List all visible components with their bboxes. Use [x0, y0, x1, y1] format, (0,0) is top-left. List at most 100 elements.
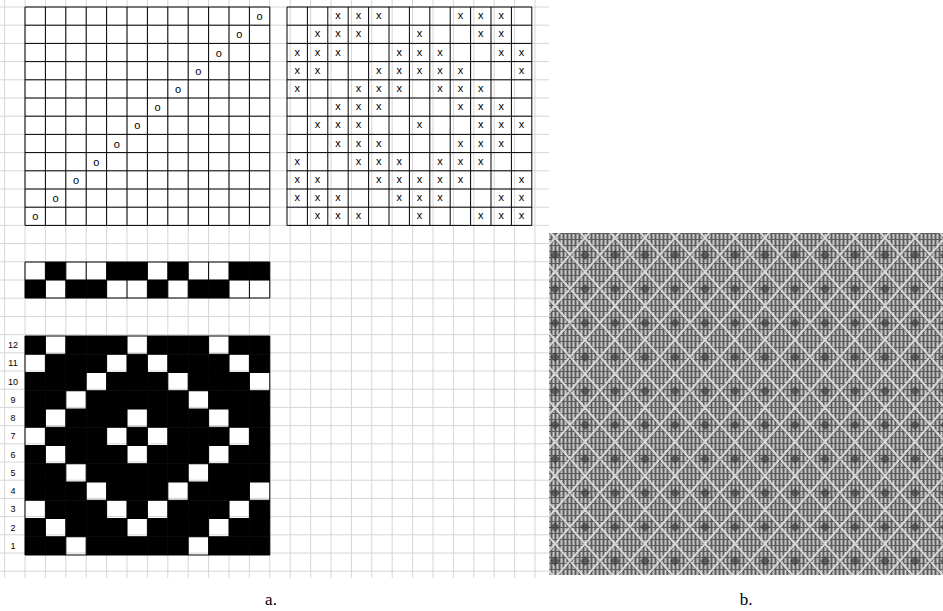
tieup-mark: x	[294, 64, 300, 75]
tieup-mark: x	[356, 155, 362, 166]
threading-mark: o	[257, 11, 263, 22]
tieup-mark: x	[376, 155, 382, 166]
row-number: 1	[10, 541, 15, 550]
tieup-mark: x	[437, 64, 443, 75]
tieup-mark: x	[315, 64, 321, 75]
tieup-mark: x	[315, 119, 321, 130]
tieup-mark: x	[458, 173, 464, 184]
tieup-mark: x	[478, 210, 484, 221]
panel-caption: a.	[265, 591, 277, 608]
tieup-mark: x	[437, 82, 443, 93]
tieup-mark: x	[519, 173, 525, 184]
tieup-mark: x	[498, 46, 504, 57]
tieup-mark: x	[315, 46, 321, 57]
tieup-mark: x	[437, 155, 443, 166]
tieup-mark: x	[294, 46, 300, 57]
tieup-mark: x	[376, 101, 382, 112]
tieup-mark: x	[478, 28, 484, 39]
tieup-mark: x	[356, 137, 362, 148]
tieup-mark: x	[417, 119, 423, 130]
threading-mark: o	[114, 138, 120, 149]
tieup-mark: x	[417, 173, 423, 184]
tieup-mark: x	[498, 210, 504, 221]
tieup-mark: x	[437, 192, 443, 203]
tieup-mark: x	[519, 210, 525, 221]
threading-mark: o	[134, 120, 140, 131]
row-number: 12	[8, 341, 18, 350]
sheet-grid	[0, 0, 549, 578]
tieup-mark: x	[519, 192, 525, 203]
tieup-mark: x	[335, 137, 341, 148]
threading-mark: o	[93, 156, 99, 167]
tieup-mark: x	[376, 173, 382, 184]
tieup-mark: x	[458, 155, 464, 166]
tieup-mark: x	[498, 101, 504, 112]
threading-mark: o	[32, 211, 38, 222]
tieup-mark: x	[478, 155, 484, 166]
panel-caption: b.	[740, 591, 753, 608]
tieup-mark: x	[519, 64, 525, 75]
tieup-mark: x	[335, 210, 341, 221]
tieup-mark: x	[498, 10, 504, 21]
row-number: 11	[8, 359, 17, 368]
tieup-mark: x	[478, 82, 484, 93]
threading-mark: o	[216, 47, 222, 58]
drawdown-cells	[25, 262, 270, 555]
tieup-mark: x	[315, 173, 321, 184]
tieup-mark: x	[356, 82, 362, 93]
tieup-mark: x	[376, 82, 382, 93]
tieup-mark: x	[294, 155, 300, 166]
tieup-mark: x	[498, 28, 504, 39]
tieup-mark: x	[498, 192, 504, 203]
tieup-mark: x	[458, 137, 464, 148]
tieup-mark: x	[458, 64, 464, 75]
tieup-mark: x	[478, 137, 484, 148]
tieup-mark: x	[417, 46, 423, 57]
tieup-mark: x	[417, 210, 423, 221]
tieup-mark: x	[376, 64, 382, 75]
tieup-mark: x	[458, 82, 464, 93]
tieup-mark: x	[437, 173, 443, 184]
tieup-mark: x	[356, 119, 362, 130]
tieup-mark: x	[335, 192, 341, 203]
tieup-mark: x	[335, 46, 341, 57]
tieup-mark: x	[396, 46, 402, 57]
threading-mark: o	[53, 193, 59, 204]
tieup-mark: x	[519, 119, 525, 130]
tieup-mark: x	[294, 192, 300, 203]
tieup-mark: x	[396, 155, 402, 166]
threading-mark: o	[73, 174, 79, 185]
tieup-mark: x	[315, 192, 321, 203]
row-number: 4	[10, 487, 15, 496]
row-number: 5	[10, 468, 15, 477]
row-number: 9	[10, 395, 15, 404]
tieup-mark: x	[294, 173, 300, 184]
threading-mark: o	[195, 65, 201, 76]
tieup-mark: x	[396, 64, 402, 75]
tieup-mark: x	[356, 210, 362, 221]
tieup-mark: x	[335, 101, 341, 112]
threading-mark: o	[155, 102, 161, 113]
tieup-mark: x	[417, 28, 423, 39]
tieup-mark: x	[356, 28, 362, 39]
tieup-mark: x	[335, 28, 341, 39]
tieup-mark: x	[376, 137, 382, 148]
tieup-mark: x	[519, 46, 525, 57]
tieup-mark: x	[315, 28, 321, 39]
tieup-mark: x	[396, 173, 402, 184]
row-number: 3	[10, 505, 15, 514]
tieup-mark: x	[376, 10, 382, 21]
tieup-mark: x	[356, 101, 362, 112]
tieup-mark: x	[498, 119, 504, 130]
fabric-photo	[549, 233, 943, 575]
tieup-mark: x	[478, 119, 484, 130]
tieup-mark: x	[335, 10, 341, 21]
tieup-mark: x	[478, 10, 484, 21]
row-number: 10	[8, 377, 18, 386]
tieup-mark: x	[458, 101, 464, 112]
tieup-mark: x	[417, 64, 423, 75]
row-number: 7	[10, 432, 15, 441]
tieup-mark: x	[478, 101, 484, 112]
tieup-mark: x	[335, 119, 341, 130]
